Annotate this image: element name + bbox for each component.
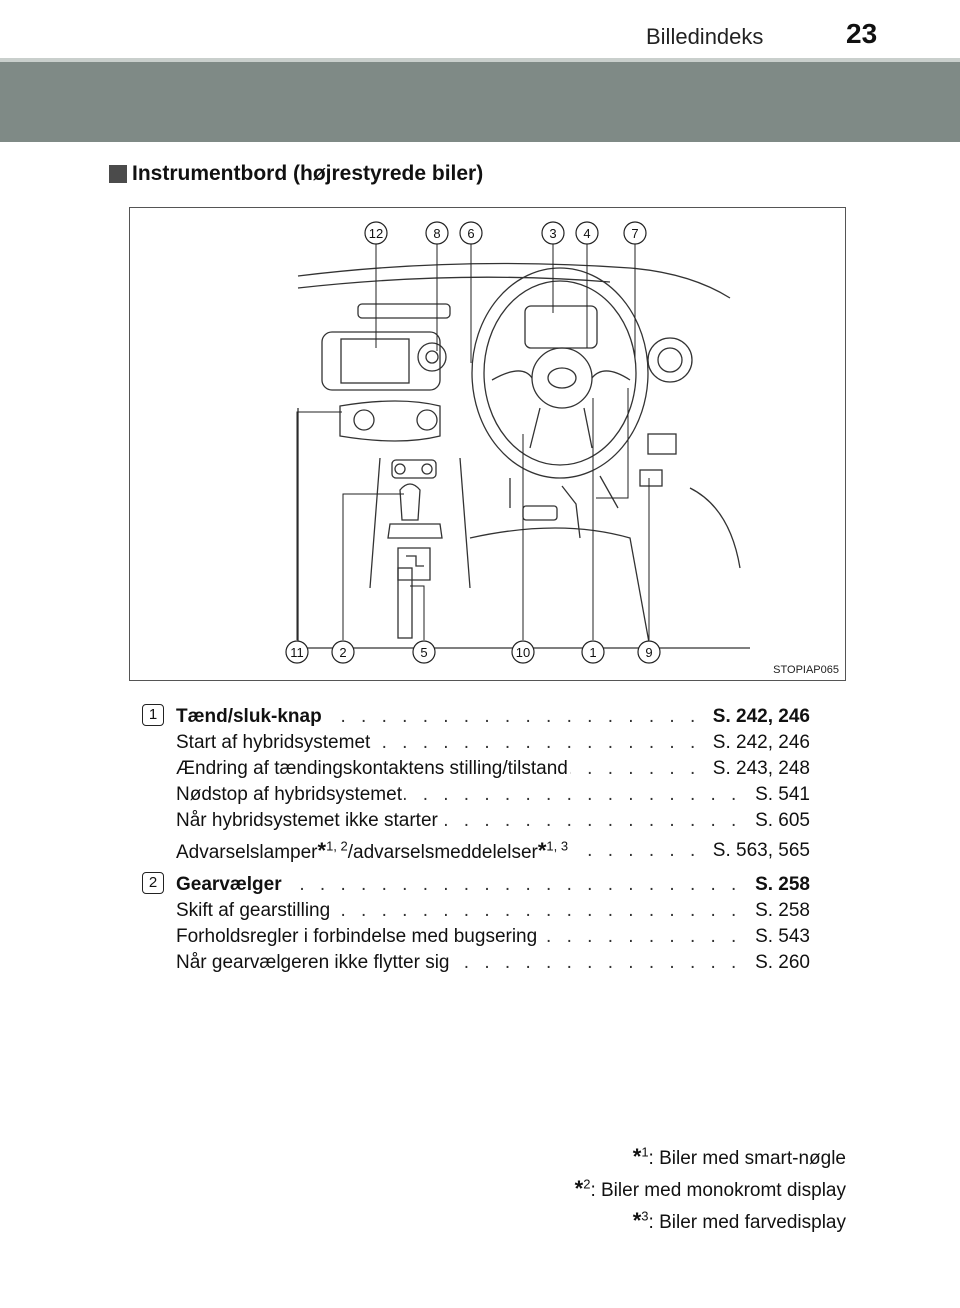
header-divider <box>0 58 960 62</box>
callout-1: 1 <box>589 645 596 660</box>
entry-page: S. 258 <box>751 898 810 924</box>
index-entry[interactable]: . . . . . . . . . . . . . . . . . . . . … <box>176 872 810 898</box>
entry-label: Advarselslamper*1, 2/advarselsmeddelelse… <box>176 838 576 863</box>
page-number: 23 <box>846 18 878 49</box>
section-bullet-icon <box>109 165 127 183</box>
dashboard-drawing: 12 8 6 3 4 7 11 2 5 10 1 9 <box>285 221 750 664</box>
page-header <box>0 0 960 58</box>
index-entry[interactable]: . . . . . . . . . . . . . . . . . . . . … <box>176 898 810 924</box>
entry-label: Når hybridsystemet ikke starter <box>176 810 440 831</box>
entry-label: Når gearvælgeren ikke flytter sig <box>176 952 452 973</box>
figure-code: STOPIAP065 <box>773 664 839 676</box>
entry-label: Gearvælger <box>176 874 284 895</box>
entry-page: S. 242, 246 <box>708 704 810 730</box>
callout-7: 7 <box>631 226 638 241</box>
footnotes: *1: Biler med smart-nøgle *2: Biler med … <box>575 1142 846 1238</box>
index-entry[interactable]: . . . . . . . . . . . . . . . . . . . . … <box>176 924 810 950</box>
callout-11: 11 <box>290 645 304 660</box>
header-title: Billedindeks <box>646 24 764 49</box>
section-title: Instrumentbord (højrestyrede biler) <box>132 162 484 185</box>
item-number-badge: 1 <box>142 704 164 726</box>
callout-10: 10 <box>516 645 530 660</box>
entry-page: S. 563, 565 <box>708 836 810 866</box>
footnote: *1: Biler med smart-nøgle <box>632 1144 846 1169</box>
entry-page: S. 605 <box>751 808 810 834</box>
callout-3: 3 <box>549 226 556 241</box>
callout-12: 12 <box>369 226 383 241</box>
index-entry[interactable]: . . . . . . . . . . . . . . . . . . . . … <box>176 756 810 782</box>
entry-page: S. 541 <box>751 782 810 808</box>
callout-2: 2 <box>339 645 346 660</box>
item-number-badge: 2 <box>142 872 164 894</box>
footnote: *2: Biler med monokromt display <box>574 1176 846 1201</box>
callout-4: 4 <box>583 226 590 241</box>
index-entry[interactable]: . . . . . . . . . . . . . . . . . . . . … <box>176 704 810 730</box>
entry-page: S. 258 <box>751 872 810 898</box>
index-entry[interactable]: . . . . . . . . . . . . . . . . . . . . … <box>176 808 810 834</box>
footnote: *3: Biler med farvedisplay <box>632 1208 846 1233</box>
entry-page: S. 543 <box>751 924 810 950</box>
index-entry[interactable]: . . . . . . . . . . . . . . . . . . . . … <box>176 950 810 976</box>
entry-label: Ændring af tændingskontaktens stilling/t… <box>176 758 570 779</box>
callout-5: 5 <box>420 645 427 660</box>
callout-8: 8 <box>433 226 440 241</box>
entry-label: Tænd/sluk-knap <box>176 706 324 727</box>
entry-page: S. 260 <box>751 950 810 976</box>
entry-label: Skift af gearstilling <box>176 900 333 921</box>
entry-label: Nødstop af hybridsystemet <box>176 784 404 805</box>
entry-label: Forholdsregler i forbindelse med bugseri… <box>176 926 540 947</box>
entry-label: Start af hybridsystemet <box>176 732 373 753</box>
entry-page: S. 242, 246 <box>708 730 810 756</box>
index-entry[interactable]: . . . . . . . . . . . . . . . . . . . . … <box>176 836 810 866</box>
header-band <box>0 62 960 142</box>
index-entry[interactable]: . . . . . . . . . . . . . . . . . . . . … <box>176 730 810 756</box>
dashboard-illustration: 12 8 6 3 4 7 11 2 5 10 1 9 STOPIAP065 <box>129 207 846 681</box>
entry-page: S. 243, 248 <box>708 756 810 782</box>
index-entry[interactable]: . . . . . . . . . . . . . . . . . . . . … <box>176 782 810 808</box>
callout-9: 9 <box>645 645 652 660</box>
callout-6: 6 <box>467 226 474 241</box>
